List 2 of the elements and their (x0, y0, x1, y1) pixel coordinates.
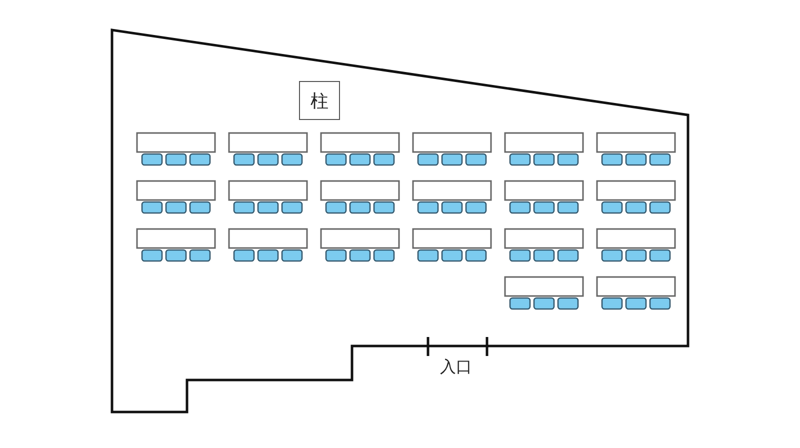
pillar-box: 柱 (299, 81, 340, 120)
entrance-label: 入口 (440, 357, 472, 378)
